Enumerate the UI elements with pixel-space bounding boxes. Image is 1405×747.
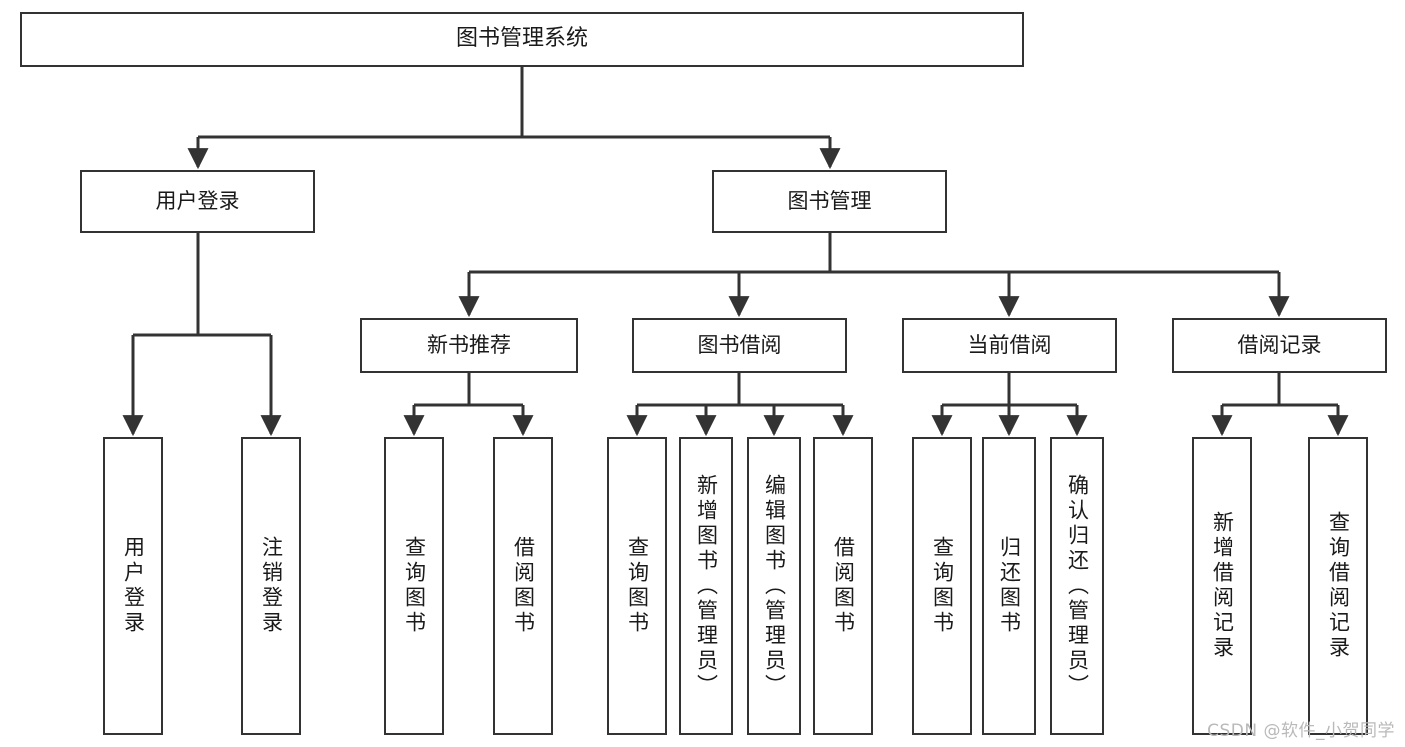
node-leaf-add-book-label: 新增图书（管理员） (694, 473, 719, 699)
node-leaf-borrow-book-2-label: 借阅图书 (831, 536, 856, 636)
node-leaf-query-book-3-label: 查询图书 (930, 536, 955, 636)
node-leaf-confirm-return[interactable]: 确认归还（管理员） (1050, 437, 1104, 735)
node-leaf-add-record[interactable]: 新增借阅记录 (1192, 437, 1252, 735)
node-book-manage-label: 图书管理 (787, 188, 872, 213)
node-leaf-query-book-2-label: 查询图书 (625, 536, 650, 636)
node-leaf-borrow-book-1[interactable]: 借阅图书 (493, 437, 553, 735)
node-new-book-recommend-label: 新书推荐 (427, 332, 511, 357)
node-leaf-query-book-3[interactable]: 查询图书 (912, 437, 972, 735)
node-leaf-confirm-return-label: 确认归还（管理员） (1065, 473, 1090, 699)
node-leaf-add-book[interactable]: 新增图书（管理员） (679, 437, 733, 735)
node-book-borrow-label: 图书借阅 (697, 332, 782, 357)
node-leaf-query-record[interactable]: 查询借阅记录 (1308, 437, 1368, 735)
node-leaf-query-record-label: 查询借阅记录 (1326, 511, 1351, 661)
node-leaf-query-book-1[interactable]: 查询图书 (384, 437, 444, 735)
node-leaf-edit-book-label: 编辑图书（管理员） (762, 473, 787, 699)
node-book-borrow[interactable]: 图书借阅 (632, 318, 847, 373)
node-leaf-user-login[interactable]: 用户登录 (103, 437, 163, 735)
watermark-text: CSDN @软件_小贺同学 (1207, 721, 1395, 741)
node-leaf-return-book-label: 归还图书 (997, 536, 1022, 636)
node-leaf-query-book-2[interactable]: 查询图书 (607, 437, 667, 735)
node-leaf-user-login-label: 用户登录 (121, 536, 146, 636)
node-leaf-add-record-label: 新增借阅记录 (1210, 511, 1235, 661)
node-leaf-query-book-1-label: 查询图书 (402, 536, 427, 636)
node-borrow-record[interactable]: 借阅记录 (1172, 318, 1387, 373)
node-leaf-return-book[interactable]: 归还图书 (982, 437, 1036, 735)
node-leaf-edit-book[interactable]: 编辑图书（管理员） (747, 437, 801, 735)
node-current-borrow[interactable]: 当前借阅 (902, 318, 1117, 373)
node-user-login-label: 用户登录 (155, 188, 240, 213)
node-root-label: 图书管理系统 (455, 26, 588, 52)
node-new-book-recommend[interactable]: 新书推荐 (360, 318, 578, 373)
node-leaf-user-logout[interactable]: 注销登录 (241, 437, 301, 735)
node-leaf-borrow-book-1-label: 借阅图书 (511, 536, 536, 636)
node-leaf-user-logout-label: 注销登录 (259, 536, 284, 636)
node-leaf-borrow-book-2[interactable]: 借阅图书 (813, 437, 873, 735)
node-book-manage[interactable]: 图书管理 (712, 170, 947, 233)
node-borrow-record-label: 借阅记录 (1237, 332, 1322, 357)
node-user-login[interactable]: 用户登录 (80, 170, 315, 233)
node-root[interactable]: 图书管理系统 (20, 12, 1024, 67)
node-current-borrow-label: 当前借阅 (967, 332, 1052, 357)
